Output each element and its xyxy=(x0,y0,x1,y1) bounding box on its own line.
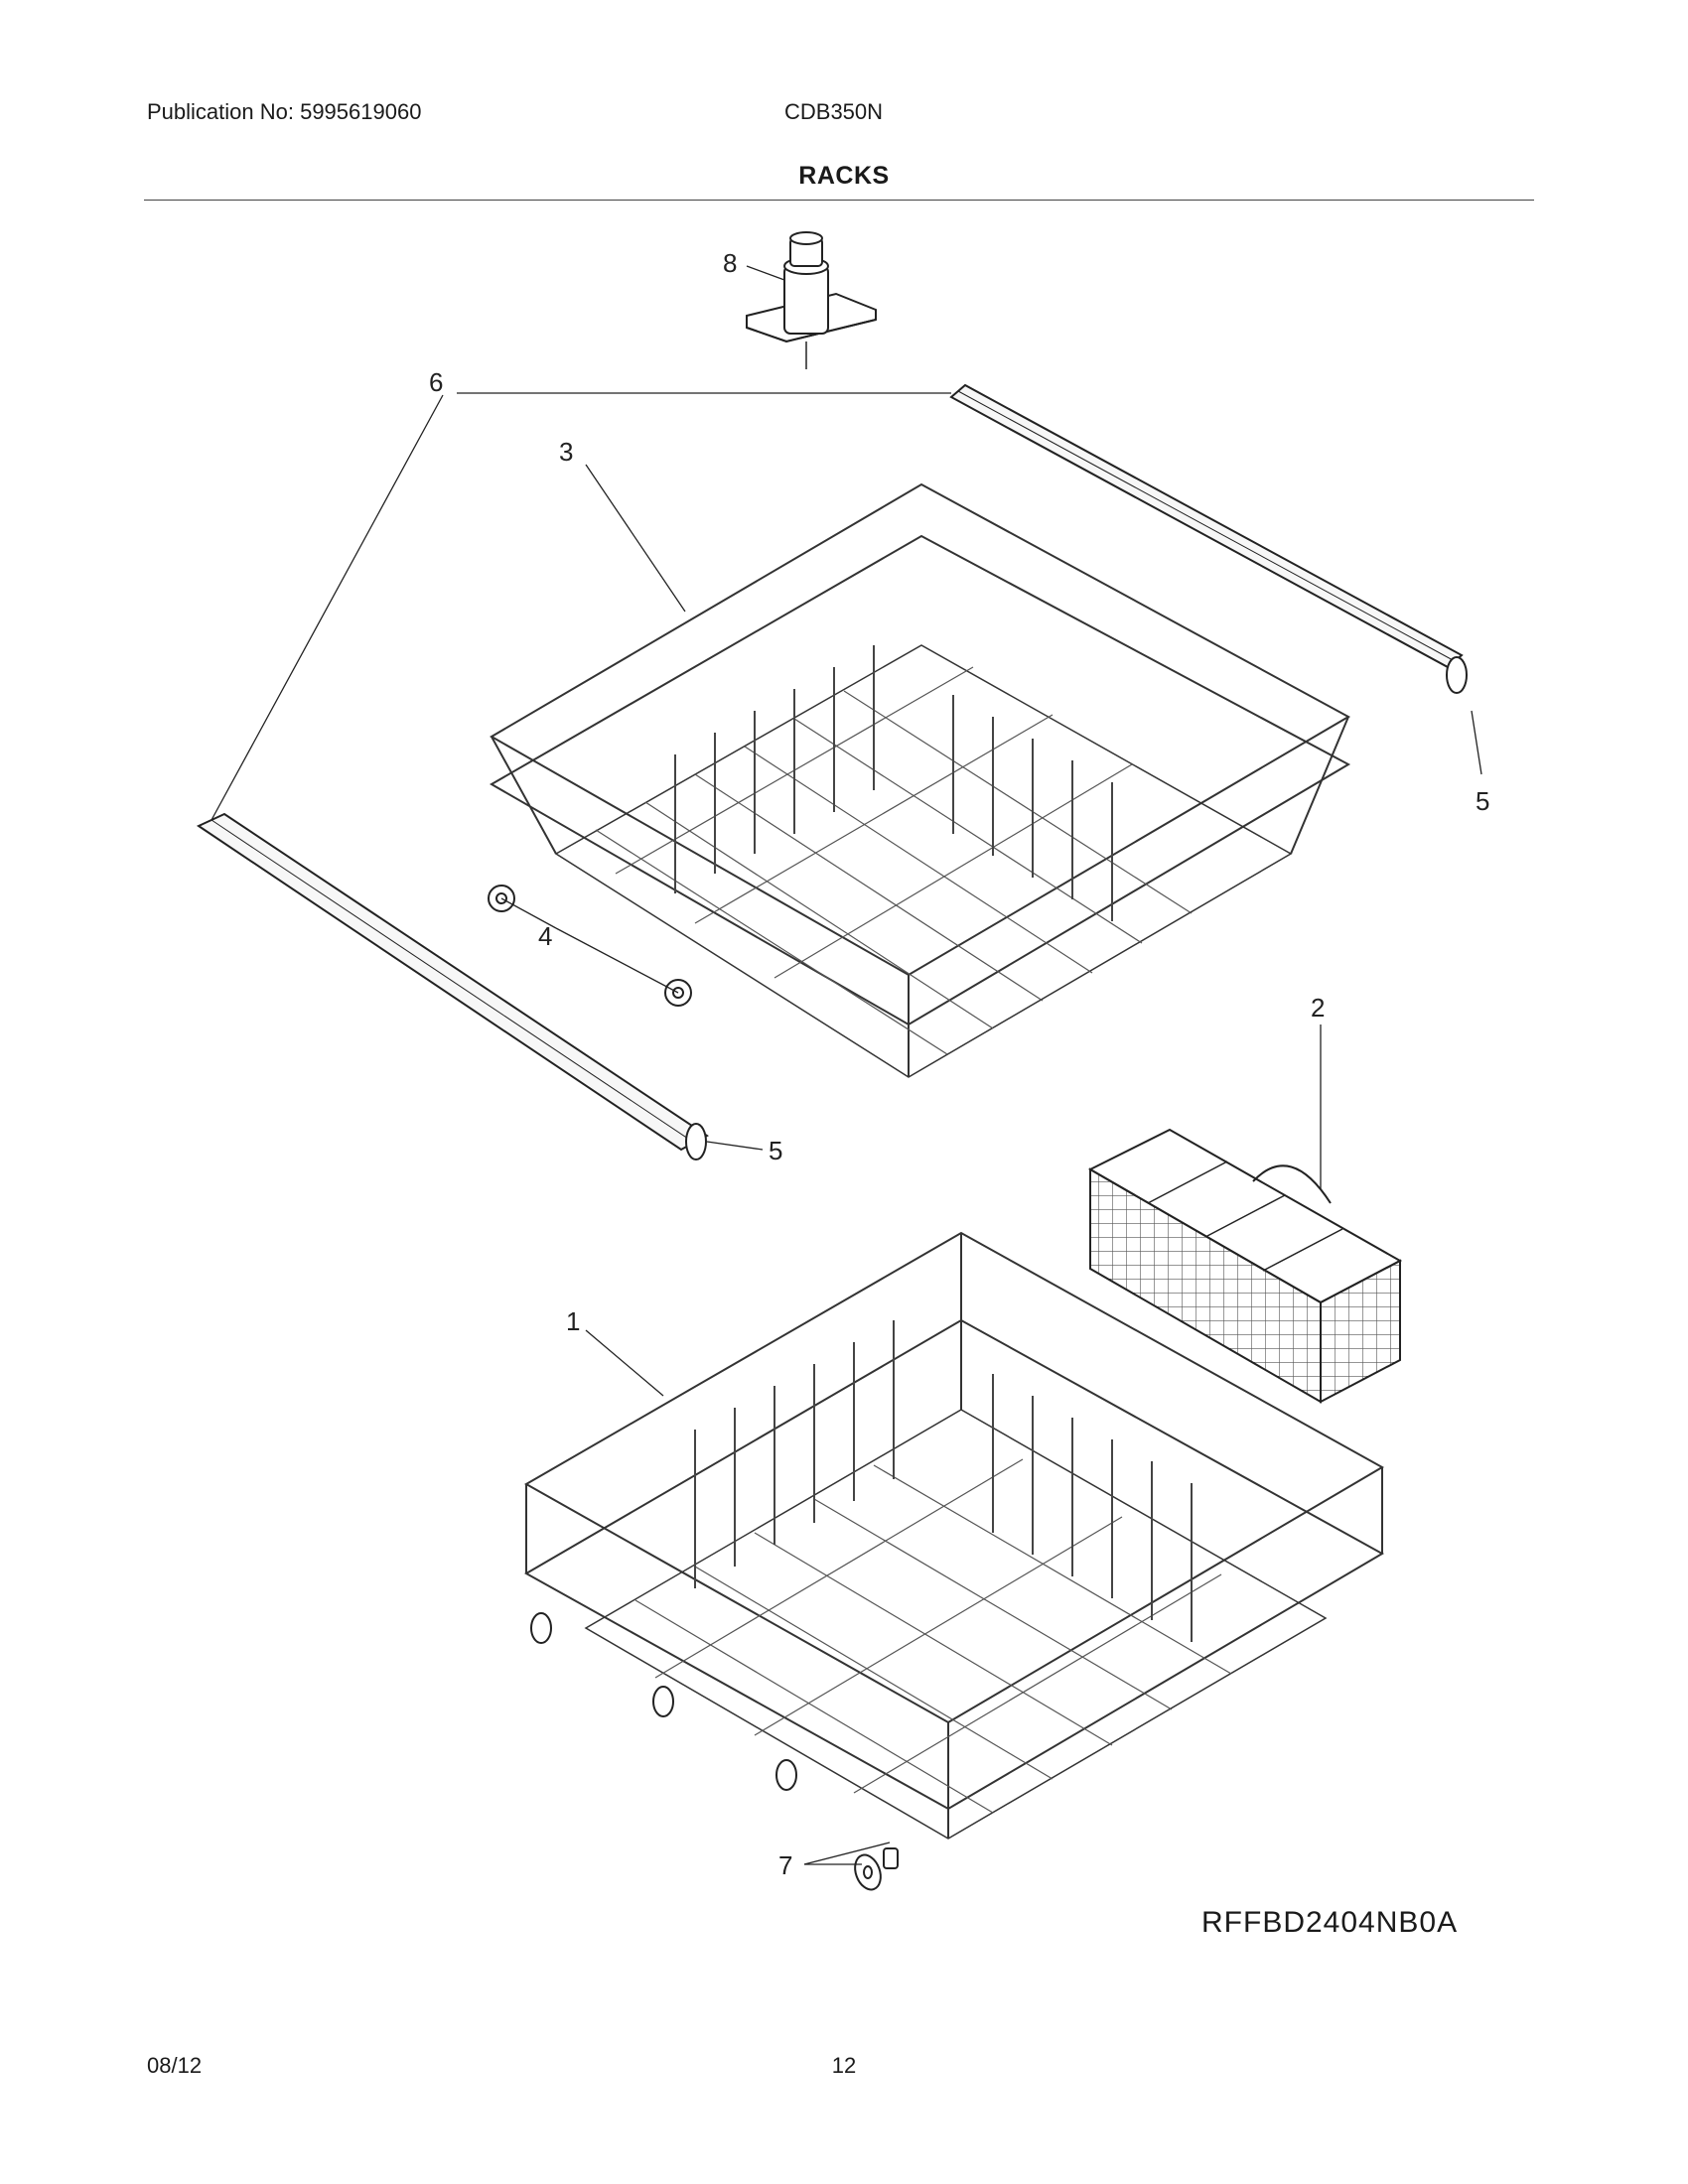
callout-4: 4 xyxy=(538,921,552,951)
page-number: 12 xyxy=(831,2053,857,2078)
model-number: CDB350N xyxy=(784,99,884,124)
callout-5-right: 5 xyxy=(1476,786,1489,816)
part-3-upper-rack xyxy=(488,482,1351,1078)
leader-lines xyxy=(211,265,1482,1865)
part-6-rail-left xyxy=(196,812,709,1160)
callout-8: 8 xyxy=(723,248,737,278)
callout-5-left: 5 xyxy=(769,1136,782,1165)
section-title: RACKS xyxy=(798,162,890,190)
callout-6: 6 xyxy=(429,367,443,397)
footer-date: 08/12 xyxy=(147,2053,203,2078)
part-1-lower-rack xyxy=(523,1231,1385,1840)
callout-2: 2 xyxy=(1311,993,1325,1023)
part-6-rail-right xyxy=(949,383,1468,694)
part-2-silverware-basket xyxy=(1087,1128,1403,1404)
part-7-wheel-assembly xyxy=(854,1847,899,1891)
callout-3: 3 xyxy=(559,437,573,467)
lower-rack-wheels xyxy=(530,1612,797,1791)
callout-7: 7 xyxy=(778,1850,792,1880)
part-8-bearing xyxy=(746,231,877,369)
publication-number: Publication No: 5995619060 xyxy=(147,99,422,124)
callout-1: 1 xyxy=(566,1306,580,1336)
header-rule xyxy=(144,200,1534,201)
callout-labels: 8 6 3 5 4 5 2 1 7 xyxy=(429,248,1489,1880)
diagram-code: RFFBD2404NB0A xyxy=(1201,1906,1459,1939)
